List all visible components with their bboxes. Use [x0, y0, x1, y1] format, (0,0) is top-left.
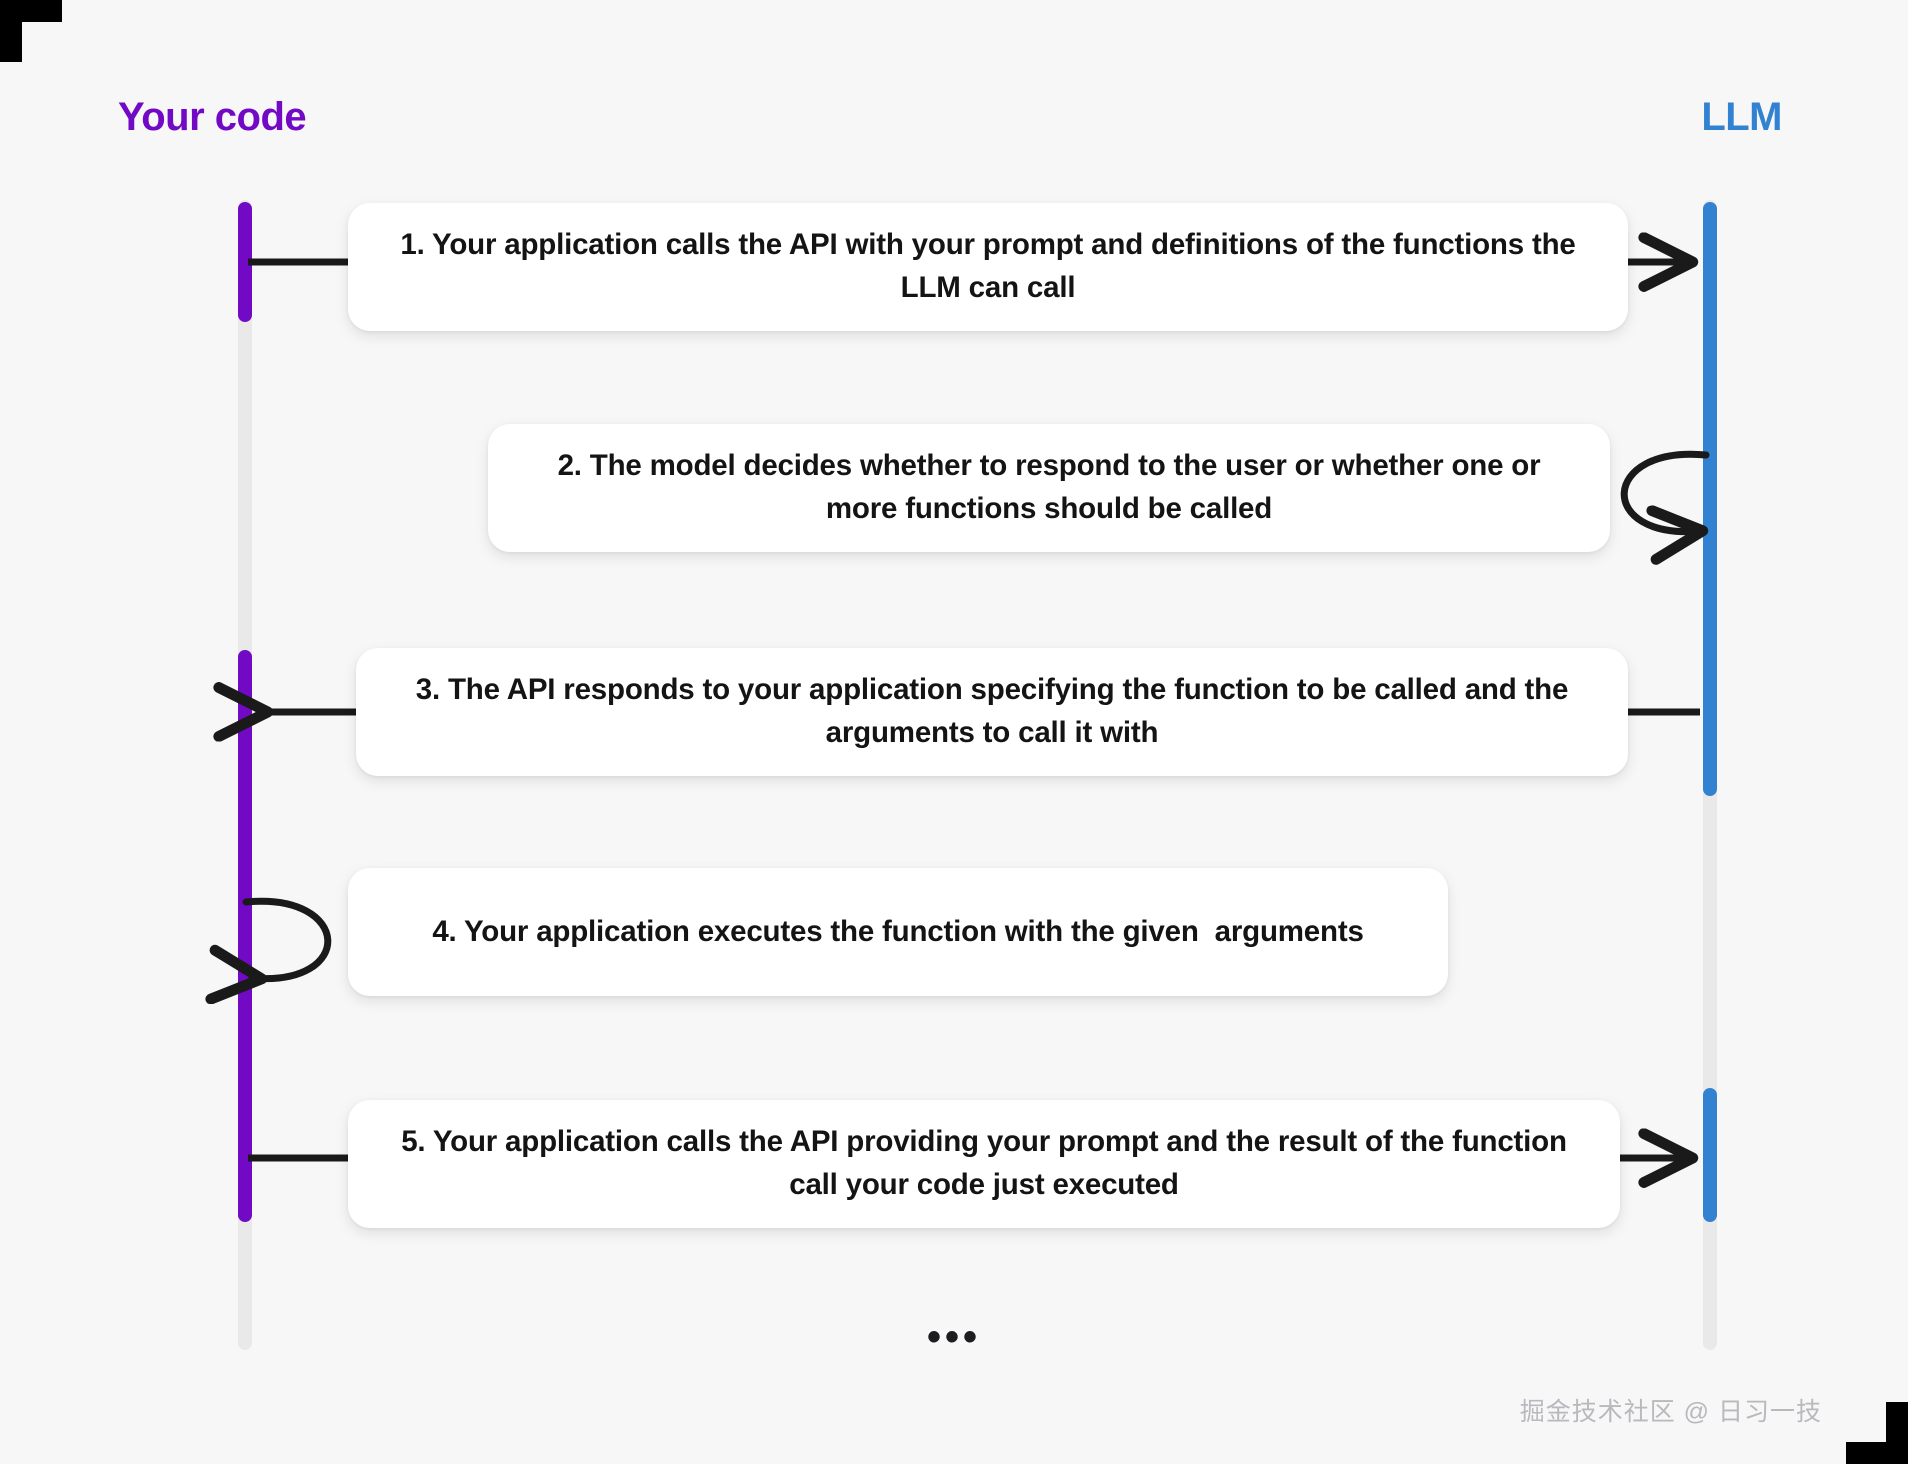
arrow-step-4-self-loop	[246, 897, 332, 978]
activation-your-code-1	[238, 202, 252, 322]
corner-bracket-top-left	[0, 0, 62, 62]
message-box-step-1[interactable]: 1. Your application calls the API with y…	[348, 203, 1628, 331]
actor-label-your-code: Your code	[118, 95, 307, 139]
arrow-step-2-self-loop	[1620, 450, 1710, 531]
message-box-step-4[interactable]: 4. Your application executes the functio…	[348, 868, 1448, 996]
message-text-step-4: 4. Your application executes the functio…	[432, 914, 1364, 948]
message-text-step-3: 3. The API responds to your application …	[415, 673, 1577, 749]
watermark-text: 掘金技术社区 @ 日习一技	[1519, 1398, 1822, 1426]
message-box-step-5[interactable]: 5. Your application calls the API provid…	[348, 1100, 1620, 1228]
activation-llm-1	[1703, 202, 1717, 796]
message-text-step-2: 2. The model decides whether to respond …	[557, 449, 1549, 525]
message-box-step-2[interactable]: 2. The model decides whether to respond …	[488, 424, 1610, 552]
activation-your-code-2	[238, 650, 252, 1222]
continuation-ellipsis: •••	[926, 1315, 981, 1359]
message-text-step-5: 5. Your application calls the API provid…	[401, 1125, 1575, 1201]
corner-bracket-bottom-right	[1846, 1402, 1908, 1464]
actor-label-llm: LLM	[1701, 95, 1782, 139]
message-box-step-3[interactable]: 3. The API responds to your application …	[356, 648, 1628, 776]
activation-llm-2	[1703, 1088, 1717, 1222]
message-text-step-1: 1. Your application calls the API with y…	[400, 228, 1584, 304]
